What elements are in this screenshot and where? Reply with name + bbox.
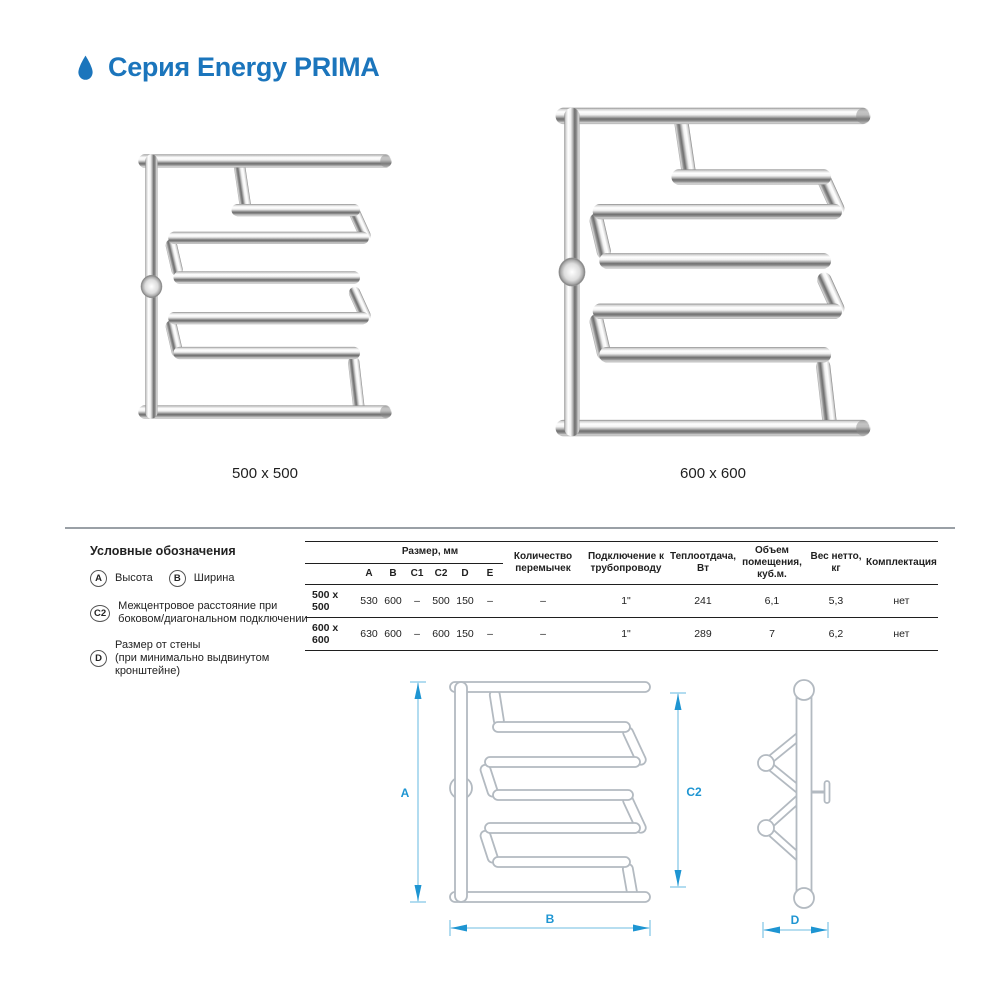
dimension-b: B — [449, 912, 651, 936]
col-header-e: E — [477, 563, 503, 585]
size-header-spacer — [305, 541, 357, 564]
dimension-a: A — [401, 681, 426, 903]
legend-label-b: Ширина — [193, 572, 235, 584]
size-subheader-spacer — [305, 563, 357, 585]
legend-item-a-b: A Высота B Ширина — [90, 570, 322, 587]
table-row: 500 x 500 530 600 – 500 150 – – 1" 241 6… — [305, 584, 938, 618]
col-header-c1: C1 — [405, 563, 429, 585]
legend-label-d: Размер от стены (при минимально выдвинут… — [115, 639, 270, 677]
col-header-a: A — [357, 563, 381, 585]
spec-table: Размер, мм Количество перемычек Подключе… — [305, 541, 938, 651]
col-header-b: B — [381, 563, 405, 585]
symbol-b-badge: B — [168, 570, 186, 587]
legend-item-c2: C2 Межцентровое расстояние при боковом/д… — [90, 600, 322, 626]
water-drop-icon — [78, 55, 93, 80]
col-header-connection: Подключение к трубопроводу — [583, 541, 669, 585]
product-caption-500: 500 x 500 — [232, 465, 298, 482]
symbol-d-badge: D — [90, 650, 107, 667]
row-label: 500 x 500 — [305, 584, 357, 618]
legend-item-d: D Размер от стены (при минимально выдвин… — [90, 639, 322, 678]
symbol-c2-badge: C2 — [90, 604, 111, 622]
dim-label-a: A — [401, 786, 410, 800]
page-title: Серия Energy PRIMA — [108, 52, 380, 82]
col-header-heat: Теплоотдача, Вт — [669, 541, 737, 585]
dimension-d: D — [762, 913, 829, 938]
dim-label-c2: C2 — [686, 785, 702, 799]
col-header-room-volume: Объем помещения, куб.м. — [736, 541, 807, 585]
legend-label-a: Высота — [115, 572, 153, 584]
side-view-drawing — [757, 679, 831, 909]
size-group-header: Размер, мм — [357, 541, 503, 564]
col-header-c2: C2 — [429, 563, 453, 585]
spec-table-wrap: Размер, мм Количество перемычек Подключе… — [305, 541, 938, 651]
side-view-diagram: D — [757, 679, 831, 938]
symbol-a-badge: A — [90, 570, 107, 587]
front-view-drawing — [449, 681, 651, 903]
dim-label-d: D — [791, 913, 800, 927]
section-divider — [65, 527, 955, 529]
col-header-jumpers: Количество перемычек — [503, 541, 583, 585]
legend-label-c2: Межцентровое расстояние при боковом/диаг… — [118, 600, 308, 625]
legend: Условные обозначения A Высота B Ширина C… — [90, 544, 322, 691]
front-view-diagram: A C2 B — [401, 681, 702, 936]
table-row: 600 x 600 630 600 – 600 150 – – 1" 289 7… — [305, 617, 938, 651]
col-header-net-weight: Вес нетто, кг — [806, 541, 865, 585]
col-header-d: D — [453, 563, 477, 585]
dimension-c2: C2 — [670, 692, 702, 888]
product-caption-600: 600 x 600 — [680, 465, 746, 482]
dim-label-b: B — [546, 912, 555, 926]
series-header: Серия Energy PRIMA — [76, 52, 380, 83]
legend-title: Условные обозначения — [90, 544, 236, 558]
towel-rail-photo-600 — [555, 107, 871, 437]
col-header-equipment: Комплектация — [864, 541, 938, 585]
towel-rail-photo-500 — [138, 154, 392, 419]
row-label: 600 x 600 — [305, 617, 357, 651]
